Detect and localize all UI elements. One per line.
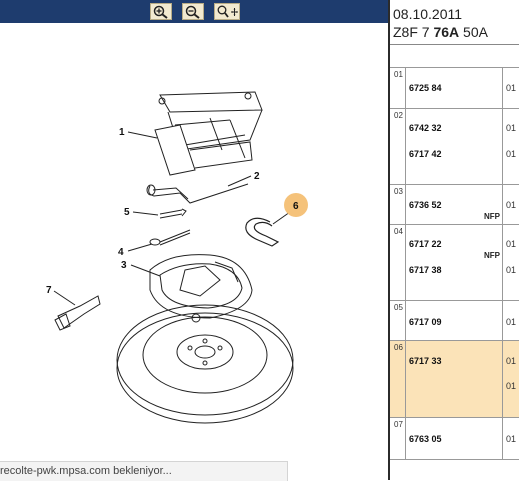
part-quantity: 01 <box>506 434 517 444</box>
panel-divider[interactable] <box>388 0 390 480</box>
callout-1[interactable]: 1 <box>119 127 125 138</box>
part-quantity: 01 <box>506 381 517 391</box>
column-divider <box>502 341 503 417</box>
part-quantity: 01 <box>506 356 517 366</box>
group-number: 03 <box>394 187 403 196</box>
column-divider <box>405 418 406 459</box>
part-quantity: 01 <box>506 200 517 210</box>
column-divider <box>502 225 503 300</box>
vehicle-code-prefix: Z8F 7 <box>393 24 434 40</box>
part-quantity: 01 <box>506 265 517 275</box>
callout-6[interactable]: 6 <box>293 201 299 212</box>
catalog-date: 08.10.2011 <box>393 6 463 22</box>
column-divider <box>405 301 406 340</box>
column-divider <box>405 341 406 417</box>
parts-list-panel: 08.10.2011 Z8F 7 76A 50A 01 6725 84 01 0… <box>390 0 519 480</box>
part-number[interactable]: 6717 38 <box>409 265 442 275</box>
parts-group-07[interactable]: 07 6763 05 01 <box>390 417 519 460</box>
parts-diagram: 1 2 3 4 5 6 7 <box>46 91 308 424</box>
zoom-move-icon <box>217 5 238 18</box>
callout-5[interactable]: 5 <box>124 207 130 218</box>
callout-4[interactable]: 4 <box>118 247 124 258</box>
column-divider <box>405 109 406 184</box>
callout-2[interactable]: 2 <box>254 171 260 182</box>
group-number: 02 <box>394 111 403 120</box>
part-number[interactable]: 6736 52 <box>409 200 442 210</box>
part-number[interactable]: 6717 42 <box>409 149 442 159</box>
zoom-move-button[interactable] <box>214 3 240 20</box>
part-number[interactable]: 6725 84 <box>409 83 442 93</box>
wheel-brace-drawing[interactable] <box>54 295 101 331</box>
parts-group-02[interactable]: 02 6742 32 01 6717 42 01 <box>390 108 519 184</box>
part-number[interactable]: 6717 09 <box>409 317 442 327</box>
part-number[interactable]: 6763 05 <box>409 434 442 444</box>
zoom-in-button[interactable] <box>150 3 172 20</box>
diagram-panel: 1 2 3 4 5 6 7 recolte-pwk.mpsa.com bekle… <box>0 0 388 481</box>
column-divider <box>502 68 503 108</box>
part-number[interactable]: 6742 32 <box>409 123 442 133</box>
spring-clip-drawing[interactable] <box>245 217 280 247</box>
diagram-toolbar <box>0 0 388 23</box>
group-number: 04 <box>394 227 403 236</box>
vehicle-code: Z8F 7 76A 50A <box>393 24 488 40</box>
status-bar: recolte-pwk.mpsa.com bekleniyor... <box>0 461 288 481</box>
tow-eye-drawing[interactable] <box>149 229 191 246</box>
column-divider <box>502 109 503 184</box>
parts-group-05[interactable]: 05 6717 09 01 <box>390 300 519 340</box>
part-number[interactable]: 6717 33 <box>409 356 442 366</box>
callout-6-highlight <box>284 193 308 217</box>
nfp-tag: NFP <box>484 212 500 221</box>
zoom-in-icon <box>153 5 168 19</box>
column-divider <box>502 185 503 224</box>
nfp-tag: NFP <box>484 251 500 260</box>
vehicle-code-bold: 76A <box>433 24 460 40</box>
group-number: 06 <box>394 343 403 352</box>
part-quantity: 01 <box>506 83 517 93</box>
column-divider <box>405 185 406 224</box>
column-divider <box>502 301 503 340</box>
zoom-out-button[interactable] <box>182 3 204 20</box>
part-quantity: 01 <box>506 239 517 249</box>
parts-group-06[interactable]: 06 6717 33 01 01 <box>390 340 519 417</box>
header-divider <box>390 44 519 45</box>
vehicle-code-suffix: 50A <box>459 24 488 40</box>
zoom-out-icon <box>185 5 200 19</box>
part-quantity: 01 <box>506 123 517 133</box>
parts-group-03[interactable]: 03 6736 52 01 NFP <box>390 184 519 224</box>
callout-3[interactable]: 3 <box>121 260 127 271</box>
part-quantity: 01 <box>506 149 517 159</box>
bolt-drawing[interactable] <box>159 208 187 219</box>
group-number: 05 <box>394 303 403 312</box>
part-quantity: 01 <box>506 317 517 327</box>
spare-wheel-drawing[interactable] <box>116 304 294 424</box>
callout-7[interactable]: 7 <box>46 285 52 296</box>
group-number: 01 <box>394 70 403 79</box>
column-divider <box>405 225 406 300</box>
column-divider <box>405 68 406 108</box>
group-number: 07 <box>394 420 403 429</box>
column-divider <box>502 418 503 459</box>
part-number[interactable]: 6717 22 <box>409 239 442 249</box>
jack-drawing[interactable] <box>154 91 263 176</box>
parts-group-01[interactable]: 01 6725 84 01 <box>390 67 519 108</box>
tool-tray-drawing[interactable] <box>149 254 253 323</box>
jack-handle-drawing[interactable] <box>146 183 249 204</box>
parts-group-04[interactable]: 04 6717 22 01 NFP 6717 38 01 <box>390 224 519 300</box>
